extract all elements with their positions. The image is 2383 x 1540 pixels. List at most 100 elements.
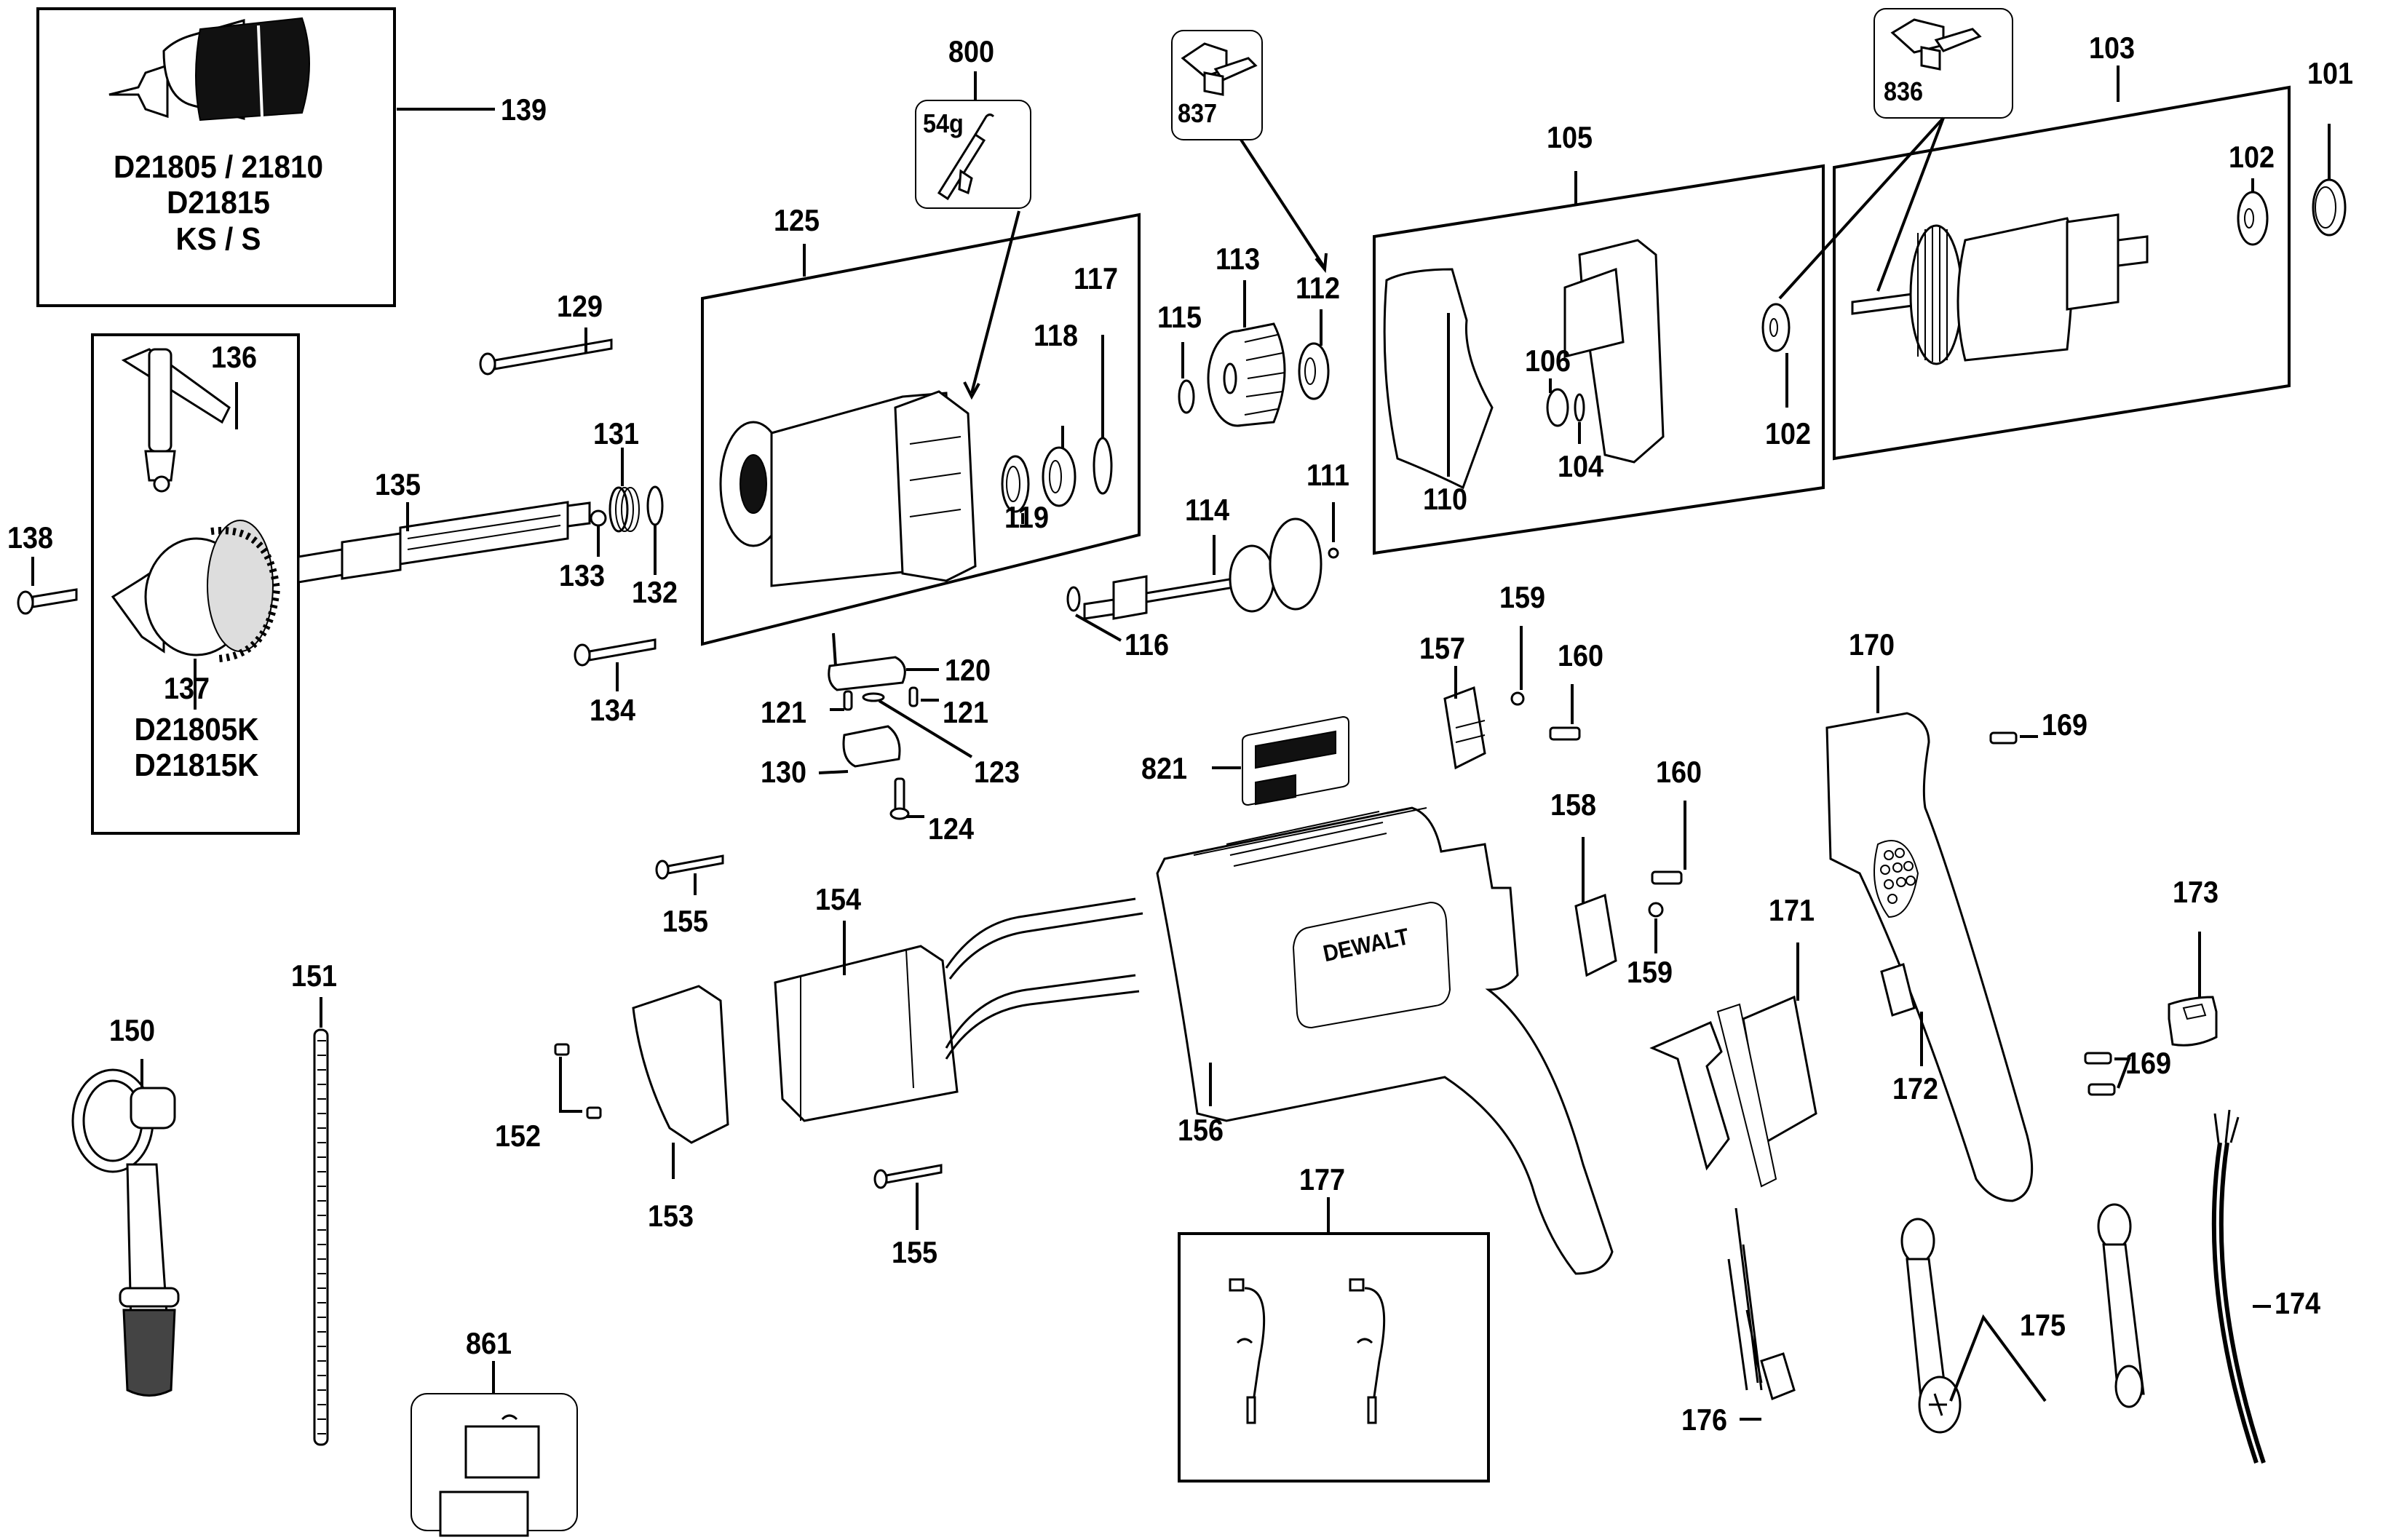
selector-120-drawing (828, 632, 939, 691)
part-label-153: 153 (648, 1199, 694, 1233)
part-label-110: 110 (1423, 482, 1467, 516)
part-label-861: 861 (466, 1326, 512, 1360)
part-label-106: 106 (1525, 344, 1571, 378)
arrowhead-800 (963, 381, 980, 400)
part-label-151: 151 (291, 958, 338, 993)
brush-assembly-177-frame (1178, 1232, 1490, 1483)
arrow-836-a (1778, 116, 1945, 300)
spindle-135-drawing (297, 501, 591, 584)
insulator-172-drawing (1880, 963, 1923, 1066)
brush-ring-153-drawing (632, 985, 729, 1179)
bearing-106-drawing (1546, 378, 1569, 427)
part-label-130: 130 (761, 755, 807, 789)
chuck-key-drawing (121, 348, 238, 493)
cord-clamp-173-drawing (2168, 932, 2218, 1047)
part-label-177: 177 (1299, 1162, 1346, 1196)
pin-121-left-drawing (830, 690, 853, 711)
gear-113-drawing (1207, 280, 1286, 427)
brush-housing-105-frame (1373, 164, 1825, 555)
part-label-156: 156 (1178, 1113, 1224, 1147)
screw-160-top-drawing (1549, 684, 1581, 741)
ring-115-drawing (1178, 342, 1195, 414)
brush-holder-158-drawing (1574, 837, 1617, 977)
switch-171-drawing (1649, 942, 1817, 1188)
part-label-135: 135 (375, 467, 421, 501)
part-label-169: 169 (2042, 707, 2088, 742)
screw-134-drawing (574, 638, 657, 691)
cord-protector-175-left-drawing (1900, 1218, 1962, 1434)
carry-case-861-drawing (439, 1414, 540, 1537)
part-label-150: 150 (109, 1013, 156, 1047)
part-label-134: 134 (590, 693, 636, 727)
spring-159-bottom-drawing (1648, 902, 1664, 953)
part-label-821: 821 (1141, 751, 1188, 785)
keyless-chuck-drawing (108, 17, 310, 122)
carbon-brush-177-right-drawing (1349, 1278, 1386, 1424)
power-cord-174-drawing (2211, 1109, 2271, 1464)
armature-103-frame (1833, 85, 2291, 461)
part-label-133: 133 (559, 558, 606, 592)
baffle-110-drawing (1383, 268, 1494, 490)
bearing-102b-drawing (2237, 178, 2269, 246)
part-label-115: 115 (1157, 300, 1202, 334)
bearing-112-drawing (1298, 309, 1330, 400)
pin-121-right-drawing (908, 686, 939, 707)
arrowhead-837 (1315, 253, 1328, 274)
part-label-119: 119 (1004, 500, 1049, 534)
part-label-175: 175 (2020, 1308, 2066, 1342)
spring-131-drawing (608, 448, 640, 533)
gear-housing-125-drawing (719, 390, 977, 587)
part-label-124: 124 (928, 811, 975, 846)
arrow-836-b (1876, 117, 1945, 292)
part-label-837: 837 (1178, 98, 1218, 128)
part-label-117: 117 (1074, 261, 1118, 295)
part-label-154: 154 (815, 882, 862, 916)
shaft-114-drawing (1083, 517, 1323, 620)
keyed-chuck-drawing (111, 520, 281, 710)
part-label-131: 131 (593, 416, 640, 451)
pins-152-drawing (554, 1043, 602, 1119)
screw-160-bottom-drawing (1651, 801, 1686, 885)
screw-155-bottom-drawing (873, 1164, 943, 1230)
ring-104-drawing (1574, 393, 1585, 444)
part-label-105: 105 (1547, 120, 1593, 154)
brush-housing-105-drawing (1563, 239, 1665, 464)
spring-123-drawing (862, 692, 973, 758)
part-label-129: 129 (557, 289, 603, 323)
part-label-172: 172 (1892, 1071, 1939, 1106)
part-label-158: 158 (1550, 787, 1597, 822)
arrow-837 (1240, 138, 1326, 269)
part-label-152: 152 (495, 1119, 542, 1153)
chuck-model-line-2: D21815 (167, 185, 270, 221)
part-label-104: 104 (1558, 449, 1604, 483)
bearing-102a-drawing (1761, 303, 1791, 408)
wires-176-drawing (1727, 1207, 1796, 1421)
side-handle-150-drawing (71, 1059, 180, 1397)
spring-159-top-drawing (1510, 626, 1525, 706)
ball-111-drawing (1328, 547, 1339, 559)
part-label-132: 132 (632, 575, 678, 609)
part-label-102: 102 (1765, 416, 1812, 451)
part-label-173: 173 (2173, 875, 2219, 909)
brush-holder-837-drawing (1181, 42, 1258, 96)
part-label-111: 111 (1307, 458, 1349, 492)
ball-133-drawing (590, 509, 607, 527)
gear-housing-125-frame (701, 213, 1141, 646)
screw-169-top-drawing (1989, 731, 2038, 745)
part-label-157: 157 (1419, 631, 1466, 665)
screw-155-top-drawing (655, 854, 724, 895)
part-label-160: 160 (1558, 638, 1604, 672)
part-label-123: 123 (974, 755, 1020, 789)
part-label-137: 137 (164, 671, 210, 705)
part-label-170: 170 (1849, 627, 1895, 662)
part-label-159: 159 (1627, 955, 1673, 989)
grease-weight: 54g (923, 108, 964, 138)
part-label-125: 125 (774, 203, 820, 237)
part-label-174: 174 (2275, 1286, 2321, 1320)
brush-holder-157-drawing (1443, 666, 1486, 770)
armature-103-drawing (1851, 213, 2149, 365)
knob-130-drawing (818, 725, 901, 774)
seal-119-drawing (1001, 455, 1030, 524)
part-label-121: 121 (943, 695, 989, 729)
